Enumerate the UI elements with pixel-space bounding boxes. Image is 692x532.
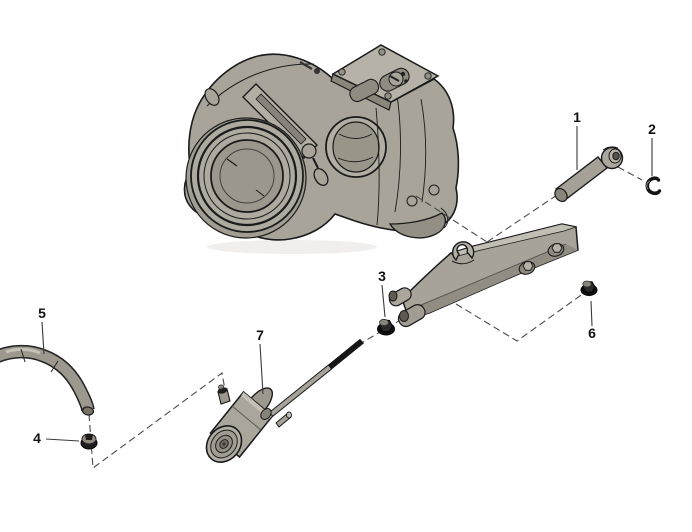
clamp-slot [255,93,307,145]
wastegate-actuator [205,338,364,463]
hose-body [0,346,94,412]
hose-segment-line [50,360,59,373]
callout-leaders [41,126,653,442]
canister-step-line [231,405,262,431]
guide-pin-to-lever-hook [486,194,558,243]
bracket-bolt [518,261,536,275]
outlet-bore [332,121,380,173]
inlet-ring [196,125,298,227]
actuator-air-hose [0,344,95,416]
flange-port [349,78,380,103]
cast-shadow [207,240,377,254]
guide-bracket-to-nut [455,292,585,342]
actuator-rod-threads [328,338,364,370]
wastegate-linkage-detail [314,68,320,74]
clamp-bolt-stem [312,157,319,169]
actuator-rod-end-pin [554,146,624,203]
bore-detail [338,133,373,139]
valve-detail [389,75,400,82]
valve-detail [400,71,406,77]
inlet-detail [226,158,238,167]
housing-foot [388,212,447,239]
bushing-hole [388,290,398,302]
callout-7-label: 7 [256,327,264,343]
bracket-hook [451,241,475,262]
housing-tab [204,88,220,106]
clamp-bolt-knob [313,167,329,187]
actuator-rod-lock-nut [377,318,395,336]
mount-boss [406,195,418,207]
stub-pin-tip [286,411,292,419]
casting-line [420,98,427,203]
turbocharger-assembly [183,44,460,254]
guide-pin-to-clip [617,166,643,181]
callout-2-label: 2 [648,121,656,137]
callout-labels: 1 2 3 4 5 6 7 [33,109,656,446]
wastegate-linkage-detail [299,61,313,70]
nut-top-face [582,280,592,288]
pin-retaining-e-clip [645,176,662,196]
callout-3-leader [381,284,386,318]
nipple-tip [218,384,224,390]
e-clip-highlight [646,180,651,190]
hose-segment-line [20,348,26,363]
rod-exit-boss [260,408,272,420]
callout-4-label: 4 [33,430,41,446]
turbine-outlet-flange [325,116,387,178]
clip-notch [85,434,93,440]
plate-bolt-hole [378,48,386,56]
inlet-detail [255,189,265,197]
callout-6-label: 6 [588,325,596,341]
casting-line [394,94,401,213]
wastegate-lever-bracket [388,223,579,328]
hose-retaining-clip [80,433,98,450]
e-clip-tab [657,189,662,193]
casting-line [440,207,449,229]
plate-bolt-hole [424,72,432,80]
e-clip-tab [656,178,661,182]
callout-7-leader [259,343,264,395]
bushing-hole [399,310,409,322]
compressor-inlet [185,117,307,239]
pin-eye-hole [612,151,620,161]
pin-end-cap [554,187,568,203]
bracket-upper-bushing [388,287,412,307]
lever-bracket-nut [580,280,598,296]
mount-boss [428,184,440,196]
pin-detail [602,146,619,151]
callout-4-leader [45,438,80,442]
inlet-ring-inner [210,139,284,213]
exhaust-flange-plate [330,44,440,111]
nut-top-face [379,318,389,327]
bore-detail [337,156,374,163]
clamp-boss [301,143,317,159]
bolt-hex-head [551,243,563,253]
inlet-ring [219,148,275,204]
callout-3-label: 3 [378,268,386,284]
valve-detail [404,79,408,83]
bracket-lower-shade [409,244,578,319]
callout-5-label: 5 [38,305,46,321]
guide-turbo-to-lever-hook [415,195,488,243]
guide-hose-to-actuator [88,372,228,470]
bushing-body [388,287,412,307]
e-clip-ring [645,176,661,196]
canister-center-dot [222,442,226,446]
hook-shadow-line [451,259,475,265]
callout-6-leader [590,300,593,327]
bracket-crease [413,243,567,309]
hose-highlight [5,348,41,355]
plate-bolt-hole [338,68,346,76]
callout-5-leader [41,321,45,355]
bolt-hex-head [522,261,534,271]
hose-end-cap [81,406,95,416]
bracket-bolt [547,243,565,257]
casting-line [375,107,380,226]
plate-bolt-hole [384,92,392,100]
callout-1-label: 1 [573,109,581,125]
inlet-ring [203,132,291,220]
